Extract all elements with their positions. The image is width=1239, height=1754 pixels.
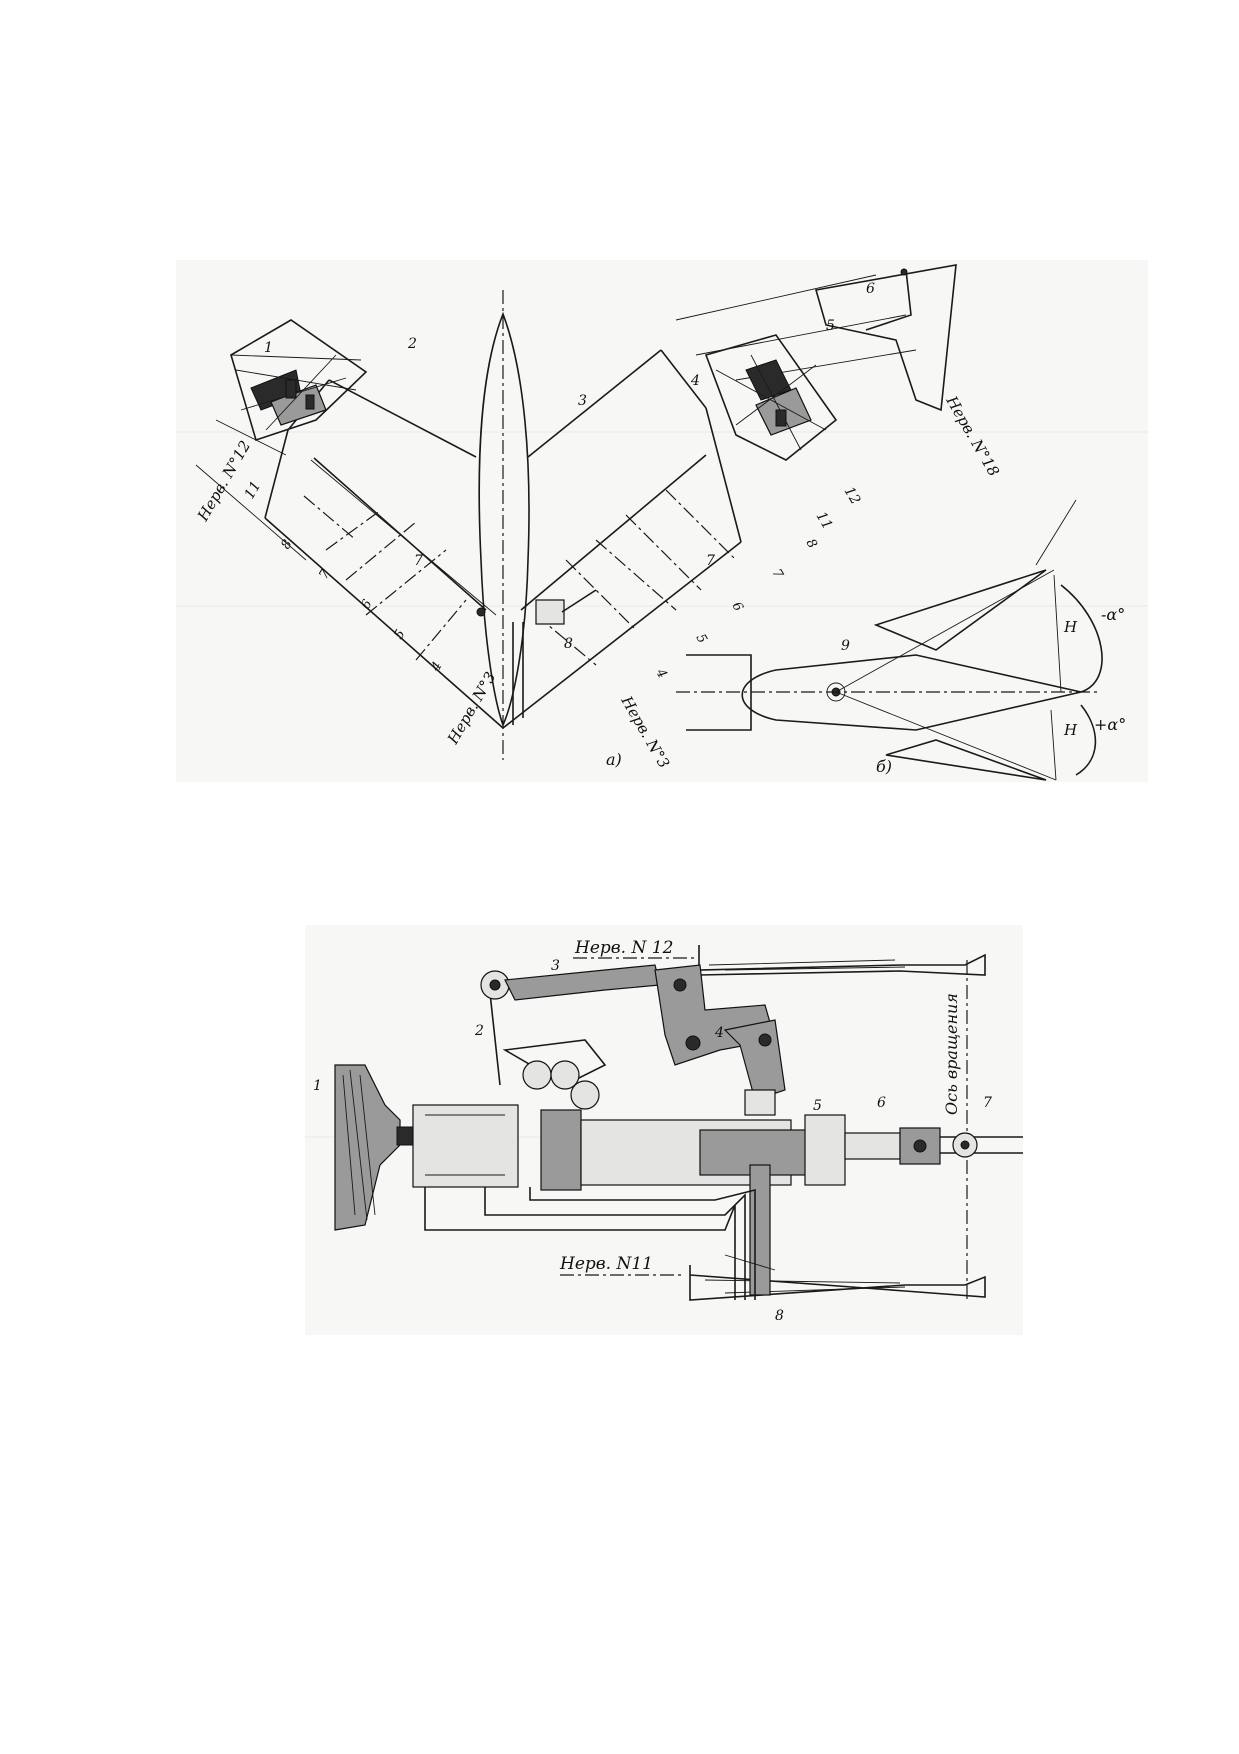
rib-label-n3-right: Нерв. N°3 bbox=[617, 692, 673, 771]
right-stabilizer bbox=[502, 274, 917, 729]
callout-2: 2 bbox=[407, 336, 417, 352]
h-label-bottom: Н bbox=[1063, 721, 1078, 739]
callout-12: 12 bbox=[841, 484, 864, 508]
rib-label-n3-left: Нерв. N°3 bbox=[443, 669, 499, 748]
station-5-left: 5 bbox=[391, 627, 408, 642]
rib-label-n12: Нерв. N°12 bbox=[193, 437, 254, 524]
callout-c-8: 8 bbox=[775, 1308, 784, 1324]
central-linkage bbox=[476, 589, 597, 625]
rib-top bbox=[573, 945, 986, 976]
station-6-right: 6 bbox=[729, 600, 746, 615]
h-label-top: Н bbox=[1063, 618, 1078, 636]
fuselage bbox=[478, 290, 530, 760]
callout-5: 5 bbox=[826, 318, 835, 334]
left-mechanism-inset bbox=[230, 319, 368, 442]
callout-c-1: 1 bbox=[313, 1078, 322, 1094]
callout-4: 4 bbox=[690, 373, 700, 389]
angle-minus: -α° bbox=[1101, 605, 1125, 624]
rib-label-n18: Нерв. N°18 bbox=[942, 392, 1003, 479]
clevis-7 bbox=[952, 1132, 978, 1158]
hydraulic-lines bbox=[424, 1187, 776, 1300]
airfoil-section bbox=[676, 499, 1103, 781]
right-mechanism-inset bbox=[704, 264, 957, 461]
callout-c-2: 2 bbox=[474, 1023, 484, 1039]
station-5-right: 5 bbox=[693, 632, 710, 647]
station-4-right: 4 bbox=[652, 666, 670, 682]
rib-top-label: Нерв. N 12 bbox=[574, 938, 673, 958]
figure-bottom-drawing: Нерв. N 12 Нерв. N11 Ось вращения 1 2 3 … bbox=[305, 938, 1023, 1324]
callout-8: 8 bbox=[564, 636, 573, 652]
station-7-left: 7 bbox=[316, 567, 333, 582]
caption-b: б) bbox=[876, 757, 892, 776]
rotation-axis-label: Ось вращения bbox=[942, 993, 961, 1115]
callout-7-left: 7 bbox=[414, 553, 423, 569]
caption-a: а) bbox=[606, 750, 622, 769]
callout-c-5: 5 bbox=[813, 1098, 822, 1114]
station-7-right: 7 bbox=[769, 567, 786, 582]
station-4-left: 4 bbox=[428, 659, 446, 675]
station-8-right: 8 bbox=[803, 537, 820, 552]
callout-c-7: 7 bbox=[983, 1095, 992, 1111]
callout-11-left: 11 bbox=[242, 479, 265, 502]
callout-c-4: 4 bbox=[714, 1025, 724, 1041]
callout-7-right: 7 bbox=[706, 553, 715, 569]
callout-1: 1 bbox=[264, 340, 273, 356]
figure-top-drawing: 1 2 3 4 5 6 7 7 8 11 11 12 4 5 6 7 8 4 5… bbox=[176, 264, 1148, 781]
left-stabilizer bbox=[195, 354, 504, 729]
callout-c-6: 6 bbox=[877, 1095, 886, 1111]
callout-9: 9 bbox=[841, 638, 850, 654]
callout-6: 6 bbox=[866, 281, 875, 297]
callout-3: 3 bbox=[578, 393, 587, 409]
actuator-body bbox=[412, 1104, 1023, 1191]
callout-11-right: 11 bbox=[813, 509, 836, 532]
station-8-left: 8 bbox=[278, 537, 295, 552]
callout-c-3: 3 bbox=[551, 958, 560, 974]
figure-bottom-panel: Нерв. N 12 Нерв. N11 Ось вращения 1 2 3 … bbox=[305, 925, 1023, 1335]
mounting-bracket bbox=[334, 1064, 416, 1231]
figure-top-panel: 1 2 3 4 5 6 7 7 8 11 11 12 4 5 6 7 8 4 5… bbox=[176, 260, 1148, 782]
angle-plus: +α° bbox=[1094, 715, 1126, 734]
rib-bottom-label: Нерв. N11 bbox=[559, 1254, 653, 1274]
